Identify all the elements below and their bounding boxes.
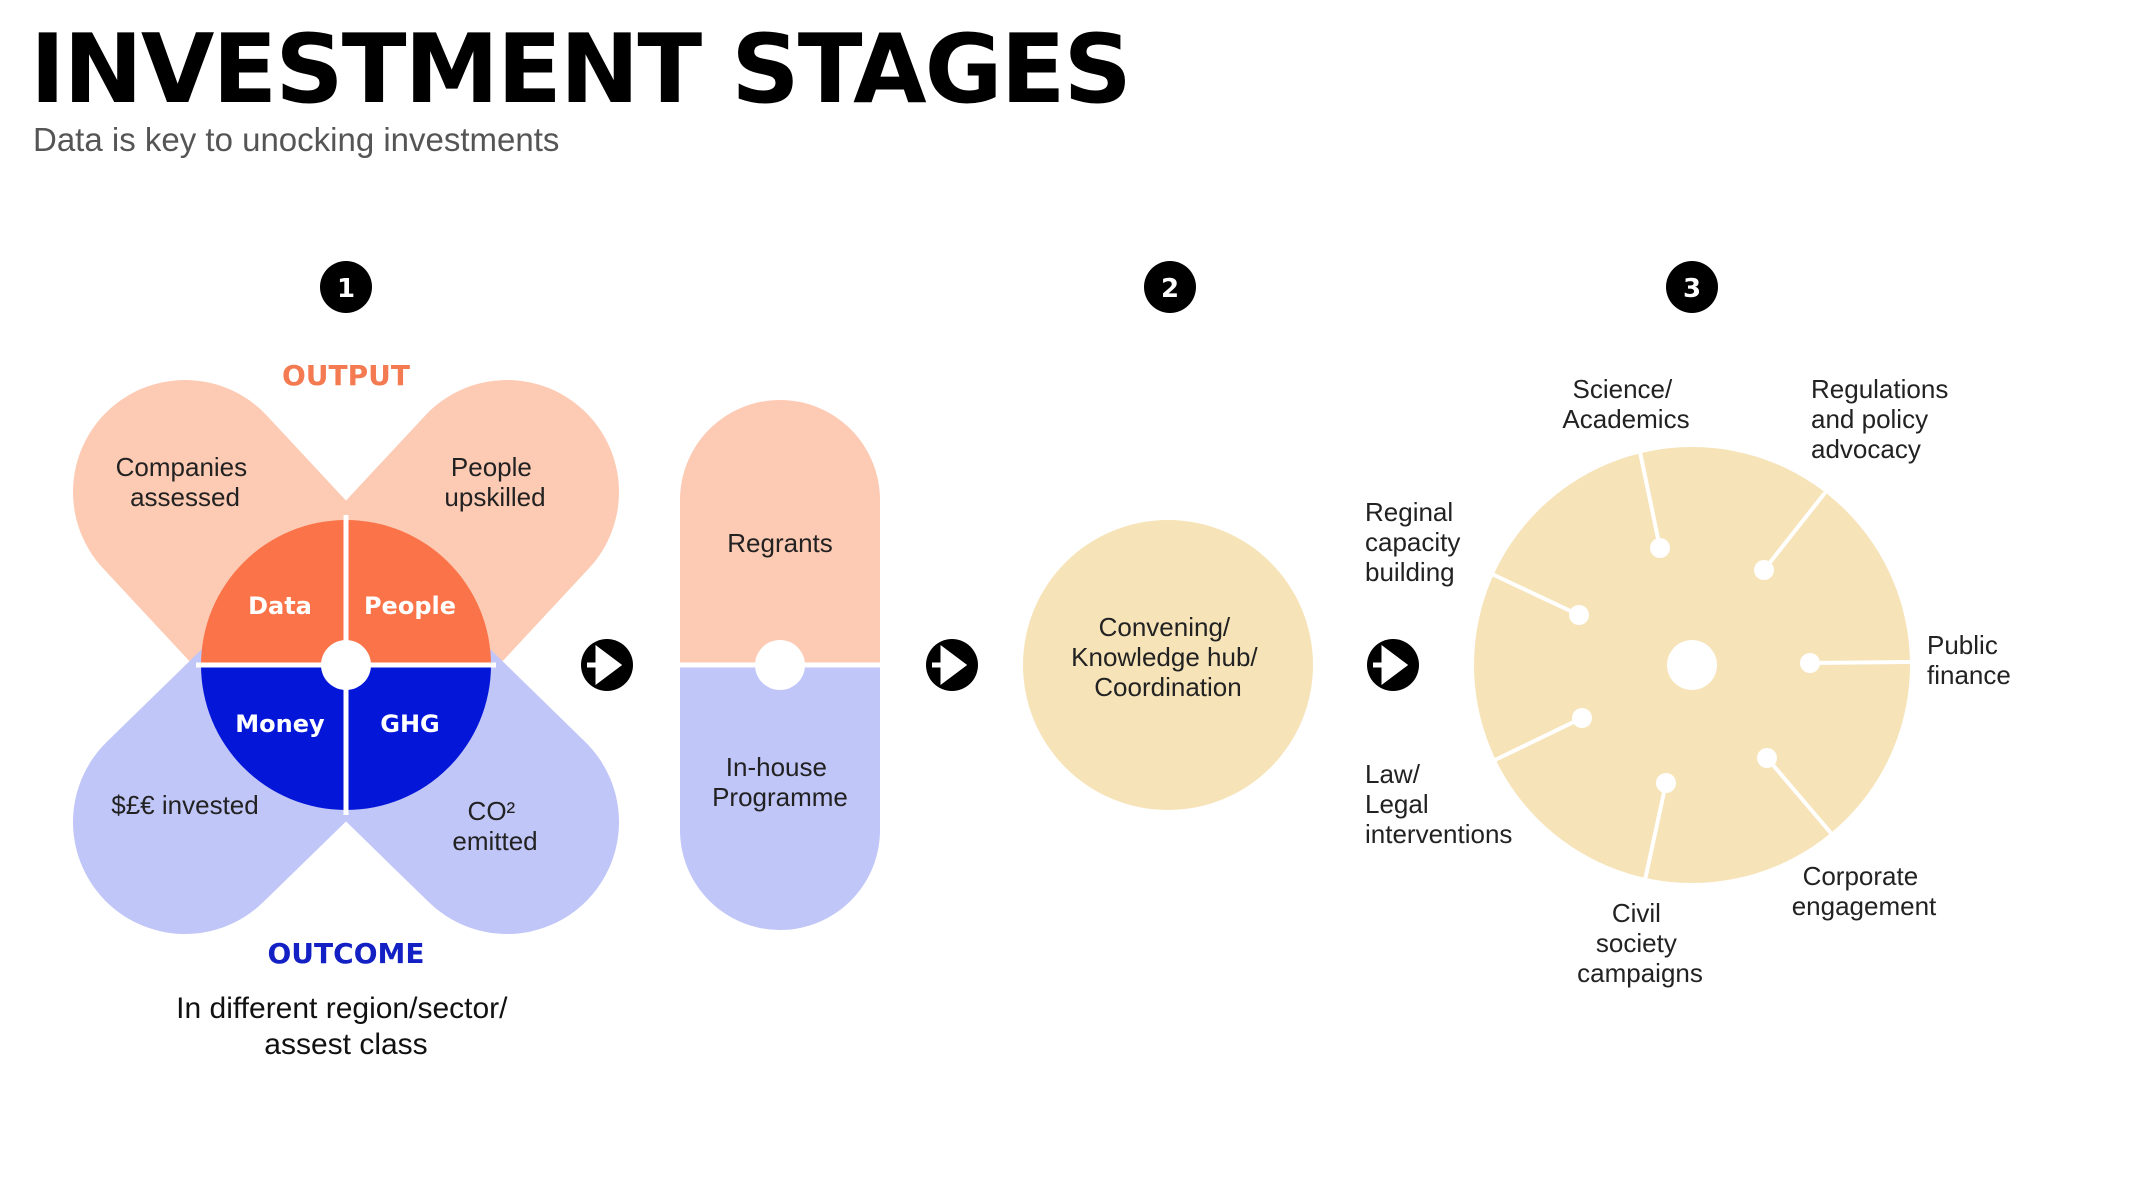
petal-people-label: People upskilled (444, 452, 545, 512)
node-public-finance (1800, 653, 1820, 673)
label-regulations: Regulations and policy advocacy (1811, 374, 1956, 464)
label-law: Law/ Legal interventions (1365, 759, 1512, 849)
petal-invested-label: $£€ invested (111, 790, 258, 820)
quadrant-people-label: People (364, 592, 456, 620)
convening-circle: Convening/ Knowledge hub/ Coordination (1023, 520, 1313, 810)
arrow-right-icon (581, 639, 633, 691)
output-heading: OUTPUT (282, 359, 410, 392)
pill-in-house (680, 665, 880, 930)
node-law (1572, 708, 1592, 728)
label-civil: Civil society campaigns (1577, 898, 1703, 988)
quadrant-data-label: Data (248, 592, 312, 620)
stage-2-number: 2 (1161, 274, 1179, 304)
label-regional: Reginal capacity building (1365, 497, 1468, 587)
region-text: In different region/sector/ assest class (176, 992, 516, 1061)
stage-3-number: 3 (1683, 274, 1701, 304)
label-science: Science/ Academics (1562, 374, 1689, 434)
stage-1-badge: 1 (320, 261, 372, 313)
quadrant-ghg (346, 665, 491, 810)
funding-pill: Regrants In-house Programme (680, 400, 880, 930)
stage-1-cluster: OUTPUT Data People Money GHG Companies a… (73, 359, 619, 1061)
quadrant-money (201, 665, 346, 810)
quadrant-money-label: Money (235, 710, 325, 738)
stage-1-number: 1 (337, 274, 355, 304)
node-corporate (1757, 748, 1777, 768)
quadrant-data (201, 520, 346, 665)
quadrant-people (346, 520, 491, 665)
arrow-right-icon (926, 639, 978, 691)
petal-emitted-label: CO² emitted (452, 796, 537, 856)
pill-regrants (680, 400, 880, 665)
stage-2-badge: 2 (1144, 261, 1196, 313)
quadrant-ghg-label: GHG (380, 710, 439, 738)
page-title: INVESTMENT STAGES (30, 15, 1130, 125)
convening-label: Convening/ Knowledge hub/ Coordination (1071, 612, 1265, 702)
node-regulations (1754, 560, 1774, 580)
stakeholder-wheel (1474, 447, 1912, 883)
node-civil (1656, 773, 1676, 793)
wheel-hub (1667, 640, 1717, 690)
arrow-right-icon (1367, 639, 1419, 691)
center-hub (321, 640, 371, 690)
pill-in-house-label: In-house Programme (712, 752, 848, 812)
node-regional (1569, 605, 1589, 625)
label-corporate: Corporate engagement (1792, 861, 1937, 921)
petal-companies-label: Companies assessed (116, 452, 255, 512)
outcome-heading: OUTCOME (268, 937, 425, 970)
pill-hub (755, 640, 805, 690)
node-science (1650, 538, 1670, 558)
stage-3-badge: 3 (1666, 261, 1718, 313)
label-public-finance: Public finance (1927, 630, 2011, 690)
page-subtitle: Data is key to unocking investments (33, 121, 559, 158)
pill-regrants-label: Regrants (727, 528, 833, 558)
